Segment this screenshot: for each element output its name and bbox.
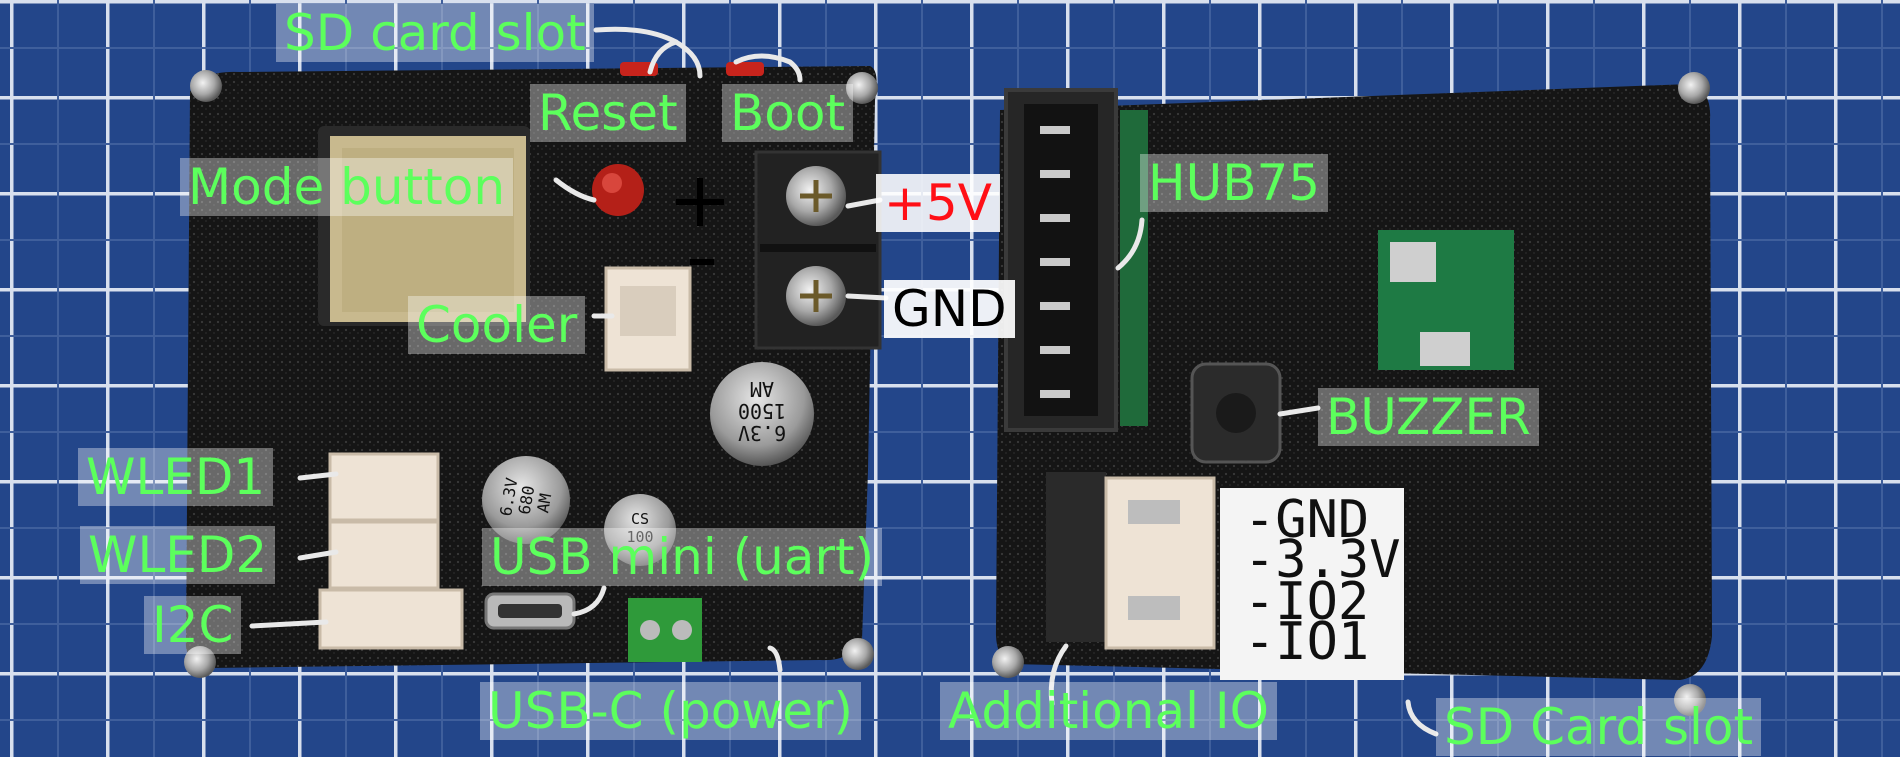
label-buzzer: BUZZER	[1318, 388, 1539, 446]
label-reset: Reset	[530, 84, 686, 142]
leader-plus5v	[845, 197, 883, 209]
leader-lines	[249, 26, 1439, 737]
leader-reset	[647, 39, 679, 75]
screw-right-bottom-left	[992, 646, 1024, 678]
i2c-connector	[318, 588, 464, 650]
leader-wled1	[297, 471, 339, 481]
leader-gnd	[845, 293, 889, 301]
cap-large-text-2: 1500	[738, 399, 786, 423]
label-wled1: WLED1	[78, 448, 274, 506]
io-sticker-line-gnd: -GND	[1244, 490, 1370, 550]
leader-sd-card-bottom	[1405, 699, 1439, 737]
capacitor-small	[604, 494, 676, 566]
screw-left-top-right	[846, 72, 878, 104]
io-sticker-line-io1: -IO1	[1244, 612, 1370, 672]
label-i2c: I2C	[144, 596, 242, 654]
label-wled2: WLED2	[80, 526, 276, 584]
leader-hub75	[1115, 217, 1145, 271]
cap-small-text-2: 100	[626, 528, 653, 546]
cap-large-text-1: 6.3V	[738, 421, 786, 445]
leader-boot	[733, 53, 803, 83]
wled1-connector	[328, 452, 440, 522]
cap-large-text-3: AM	[750, 377, 774, 401]
leader-i2c	[249, 619, 329, 629]
label-boot: Boot	[722, 84, 854, 142]
label-mode-button: Mode button	[180, 158, 514, 216]
cap-small-text-1: CS	[631, 510, 649, 528]
cap-mid-text-3: AM	[533, 492, 555, 514]
screw-right-bottom-right	[1674, 684, 1706, 716]
io-sticker-line-3v3: -3.3V	[1244, 530, 1401, 590]
io-sticker-line-io2: -IO2	[1244, 572, 1370, 632]
screw-right-top-right	[1678, 72, 1710, 104]
leader-mode-button	[553, 177, 597, 203]
label-usb-c: USB-C (power)	[480, 682, 862, 740]
label-additional-io: Additional IO	[940, 682, 1277, 740]
label-cooler: Cooler	[408, 296, 586, 354]
label-sd-card-slot-bottom: SD Card slot	[1436, 698, 1762, 756]
wled2-connector	[328, 520, 440, 590]
label-sd-card-slot-top: SD card slot	[276, 4, 594, 62]
leader-wled2	[297, 549, 339, 561]
label-usb-mini: USB mini (uart)	[482, 528, 883, 586]
label-gnd: GND	[884, 280, 1015, 338]
screw-left-bottom-left	[184, 646, 216, 678]
leader-additional-io	[1048, 643, 1069, 707]
screw-left-top-left	[190, 70, 222, 102]
cap-mid-text-2: 680	[515, 484, 539, 516]
capacitor-large	[710, 362, 814, 466]
leader-buzzer	[1277, 405, 1321, 417]
boot-button	[726, 62, 764, 76]
capacitor-mid	[482, 456, 570, 544]
leader-usb-mini	[571, 585, 607, 617]
leader-usb-c	[767, 645, 783, 673]
label-plus5v: +5V	[876, 174, 1000, 232]
screw-left-bottom-right	[842, 638, 874, 670]
pcb-edge	[1120, 110, 1148, 426]
io-sticker	[1220, 488, 1404, 680]
label-hub75: HUB75	[1140, 154, 1329, 212]
